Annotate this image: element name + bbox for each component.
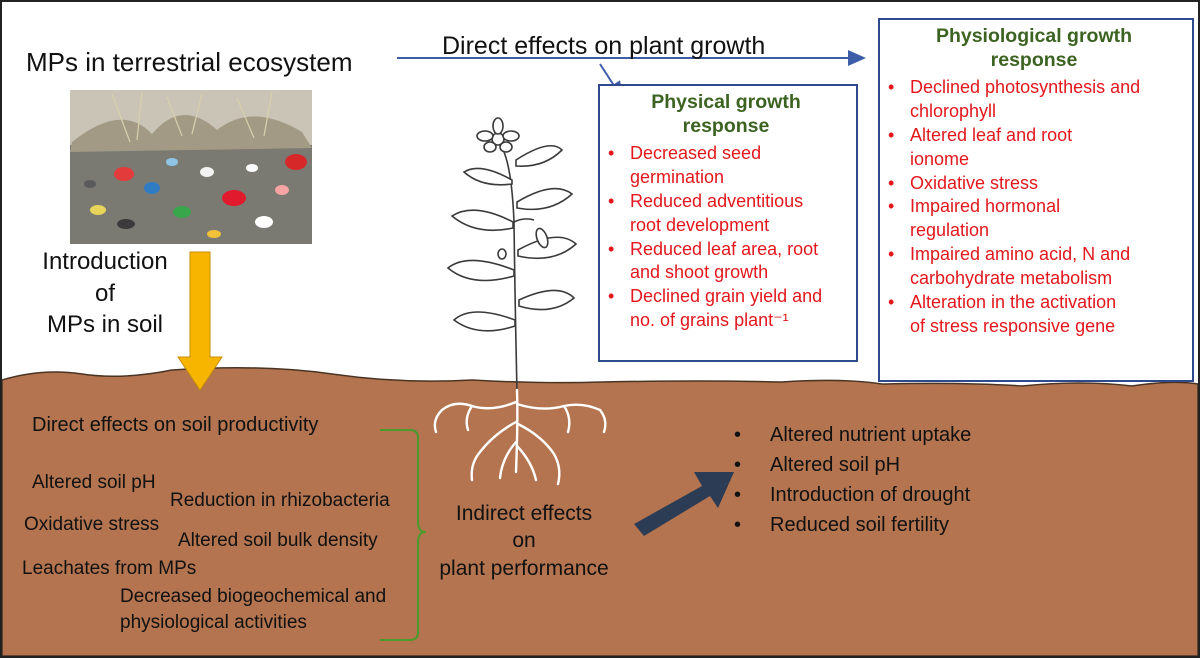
soil-productivity-label: Direct effects on soil productivity	[32, 414, 319, 436]
indirect-line: plant performance	[439, 556, 609, 580]
indirect-line: Indirect effects	[455, 502, 593, 525]
indirect-result-item: Introduction of drought	[732, 480, 971, 510]
soil-effects-brace	[380, 429, 427, 641]
indirect-results-list: Altered nutrient uptake Altered soil pH …	[732, 420, 971, 540]
soil-effect-physiological: physiological activities	[120, 612, 307, 633]
heading-line: response	[682, 115, 770, 138]
soil-effect-leachates: Leachates from MPs	[22, 558, 197, 579]
introduction-arrow	[177, 251, 223, 391]
physical-growth-heading: Physical growth response	[600, 90, 852, 139]
soil-effect-oxidative: Oxidative stress	[24, 514, 160, 535]
physiological-growth-box: Physiological growth response Declined p…	[878, 18, 1194, 382]
indirect-result-item: Altered soil pH	[732, 450, 971, 480]
soil-effect-rhizobacteria: Reduction in rhizobacteria	[170, 490, 390, 511]
ecosystem-title: MPs in terrestrial ecosystem	[26, 47, 353, 77]
physiological-effect-item: Oxidative stress	[888, 172, 1188, 196]
soil-effect-biogeochemical: Decreased biogeochemical and	[120, 586, 387, 607]
introduction-line: of	[94, 279, 115, 307]
indirect-effects-label: Indirect effects on plant performance	[424, 500, 624, 582]
indirect-result-item: Reduced soil fertility	[732, 510, 971, 540]
soil-effect-altered-ph: Altered soil pH	[32, 472, 156, 493]
physiological-growth-heading: Physiological growth response	[880, 24, 1188, 73]
heading-line: Physical growth	[651, 91, 801, 113]
plant-root-system	[433, 388, 607, 486]
indirect-line: on	[512, 529, 536, 553]
soil-effect-bulk-density: Altered soil bulk density	[178, 530, 378, 551]
heading-line: response	[990, 49, 1078, 72]
indirect-result-item: Altered nutrient uptake	[732, 420, 971, 450]
physical-growth-box: Physical growth response Decreased seedg…	[598, 84, 858, 362]
flowering-plant-illustration	[446, 117, 578, 393]
heading-line: Physiological growth	[935, 25, 1133, 47]
direct-effects-label: Direct effects on plant growth	[442, 32, 766, 60]
introduction-line: Introduction	[42, 248, 168, 275]
indirect-effects-arrow	[634, 472, 734, 536]
introduction-label: Introduction of MPs in soil	[20, 246, 190, 341]
introduction-line: MPs in soil	[46, 311, 164, 339]
microplastic-photo	[70, 90, 312, 244]
